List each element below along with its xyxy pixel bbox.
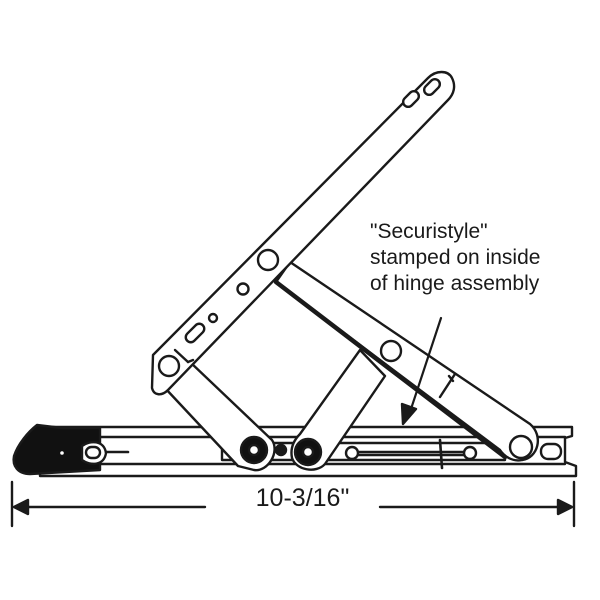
callout-line-3: of hinge assembly: [370, 272, 540, 295]
sash-arm: [150, 70, 456, 396]
dimension-label: 10-3/16": [240, 484, 365, 513]
link-arm-left: [163, 360, 276, 472]
callout-text: "Securistyle" stamped on inside of hinge…: [370, 219, 595, 297]
callout-line-1: "Securistyle": [370, 220, 488, 243]
dimension-line: [10, 480, 576, 528]
link-arm-middle: [290, 348, 387, 471]
end-cap: [12, 423, 130, 476]
callout-line-2: stamped on inside: [370, 246, 541, 269]
support-arm: [273, 260, 540, 462]
callout-arrow: [400, 316, 443, 426]
